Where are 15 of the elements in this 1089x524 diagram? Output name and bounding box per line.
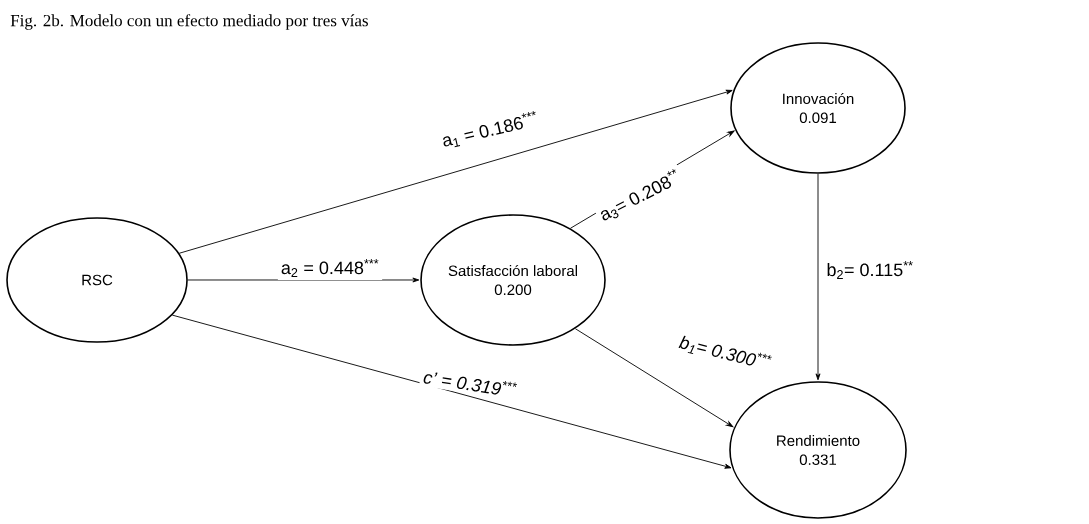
arrow [815, 173, 821, 381]
edge-label: b$_{2}$= 0.115$^{**}$ [823, 258, 917, 282]
ellipse-node: Rendimiento 0.331 [729, 381, 907, 519]
edge-label: b$_{1}$= 0.300$^{***}$ [674, 329, 777, 377]
edge-label: c’ = 0.319$^{***}$ [419, 364, 521, 402]
arrow [171, 314, 732, 469]
arrow [187, 277, 420, 283]
edge-label: a$_{2}$ = 0.448$^{***}$ [277, 256, 383, 280]
ellipse-node: RSC [6, 217, 188, 343]
ellipse-node: Innovación 0.091 [730, 42, 906, 174]
edge-label: a$_{1}$ = 0.186$^{***}$ [436, 106, 544, 154]
figure-title: Fig. 2b. Modelo con un efecto mediado por tres vías [10, 14, 368, 30]
edge-label: a$_{3}$= 0.208$^{**}$ [592, 163, 688, 229]
arrow [178, 89, 733, 254]
arrow [574, 328, 734, 428]
